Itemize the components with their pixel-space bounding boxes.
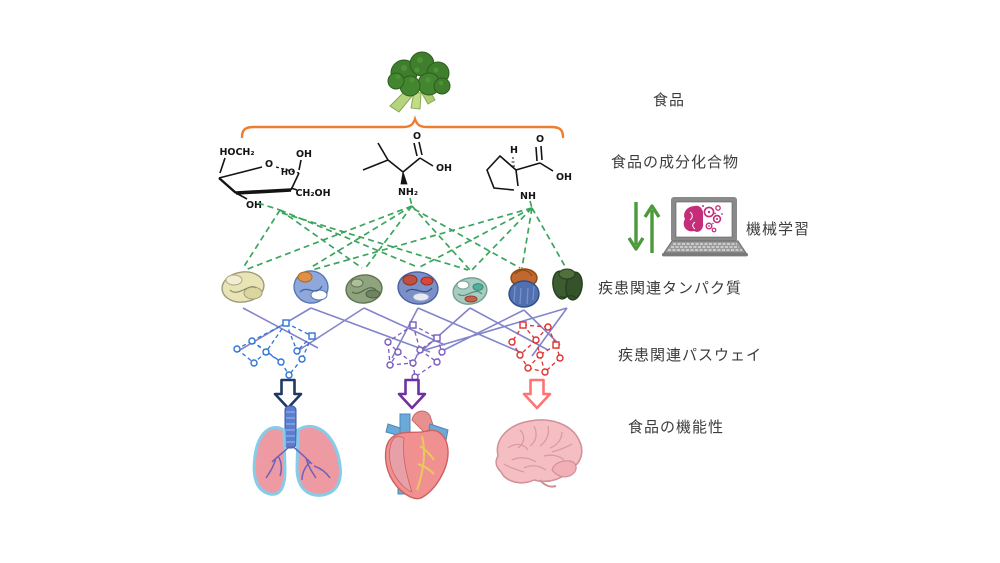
protein-icon-4 <box>397 271 439 305</box>
protein-icon-1 <box>221 271 265 303</box>
label-pathways: 疾患関連パスウェイ <box>618 347 763 364</box>
proline-structure: H O OH NH <box>486 134 572 202</box>
protein-icon-6 <box>508 268 540 308</box>
valine-structure: O OH NH₂ <box>362 131 452 198</box>
sugar-structure: HOCH₂ O OH HO CH₂OH OH <box>218 147 331 211</box>
arrow-to-heart <box>397 378 427 410</box>
sugar-label-oh-top: OH <box>296 149 312 160</box>
updown-arrows-icon <box>627 202 661 253</box>
proline-label-oh: OH <box>556 172 572 183</box>
bracket <box>240 115 565 139</box>
valine-label-nh2: NH₂ <box>398 187 418 198</box>
protein-icon-5 <box>452 277 488 305</box>
sugar-label-oh-bottom: OH <box>246 200 262 211</box>
label-proteins: 疾患関連タンパク質 <box>598 280 743 297</box>
label-food: 食品 <box>653 92 686 109</box>
broccoli-icon <box>387 51 451 113</box>
protein-icon-7 <box>552 268 583 301</box>
arrow-to-brain <box>522 378 552 410</box>
arrow-to-lungs <box>273 378 303 410</box>
ml-brain-glyph <box>683 205 723 233</box>
proline-label-o: O <box>536 134 544 145</box>
laptop-brain-icon <box>662 197 748 257</box>
pathway-network-blue <box>233 319 316 379</box>
compound-protein-links <box>242 197 567 273</box>
protein-icon-2 <box>293 270 329 304</box>
proline-label-h: H <box>510 145 518 156</box>
brain-icon <box>495 419 583 488</box>
sugar-label-hoch2: HOCH₂ <box>219 147 254 158</box>
lungs-icon <box>252 405 342 497</box>
sugar-label-ho: HO <box>281 168 295 178</box>
valine-label-o: O <box>413 131 421 142</box>
heart-icon <box>384 410 449 500</box>
sugar-label-ch2oh: CH₂OH <box>295 188 330 199</box>
label-functionality: 食品の機能性 <box>628 419 725 436</box>
sugar-label-ring-o: O <box>265 159 273 170</box>
proline-label-nh: NH <box>520 191 536 202</box>
protein-icon-3 <box>345 274 383 304</box>
label-compounds: 食品の成分化合物 <box>611 154 740 171</box>
pathway-network-red <box>508 321 564 376</box>
label-machine-learning: 機械学習 <box>746 221 811 238</box>
valine-label-oh: OH <box>436 163 452 174</box>
